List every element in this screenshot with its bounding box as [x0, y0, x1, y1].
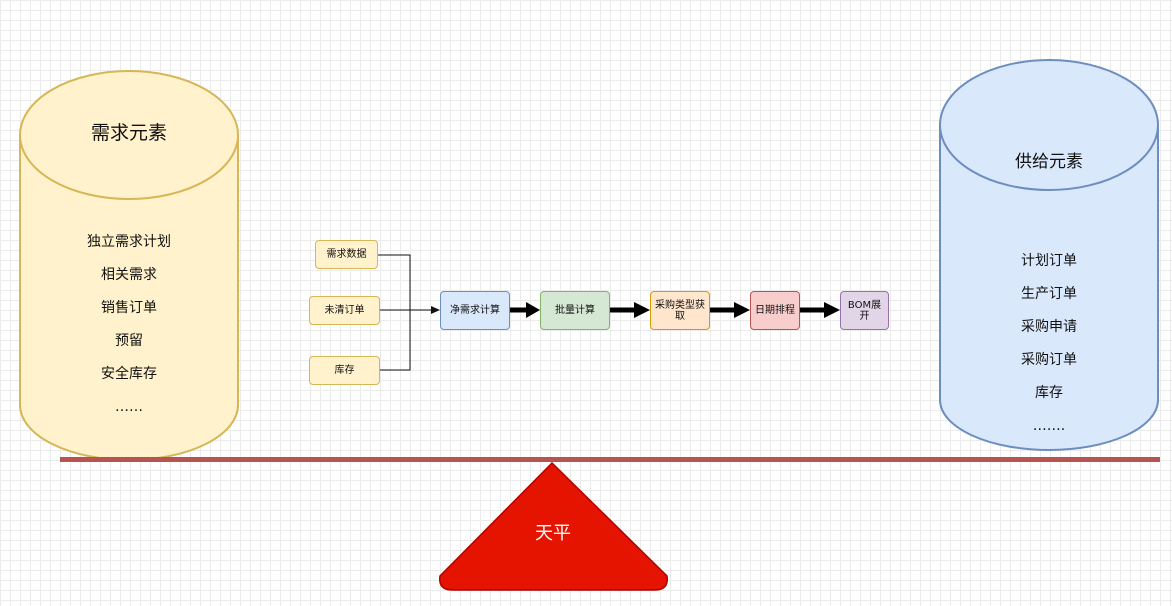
step-box-scheduling: 日期排程 — [750, 291, 800, 330]
input-connectors — [378, 254, 432, 371]
supply-item: 库存 — [1035, 385, 1063, 401]
supply-item: 计划订单 — [1021, 253, 1077, 269]
input-box-demand-data: 需求数据 — [315, 240, 378, 269]
balance-beam — [60, 457, 1160, 462]
process-arrows — [510, 302, 840, 318]
demand-item: …… — [115, 399, 143, 415]
balance-fulcrum — [439, 461, 668, 591]
supply-item: ……. — [1032, 418, 1066, 434]
demand-item: 相关需求 — [101, 267, 157, 283]
demand-item: 预留 — [115, 333, 143, 349]
demand-items: 独立需求计划 相关需求 销售订单 预留 安全库存 …… — [20, 226, 238, 424]
step-box-bom-explosion: BOM展开 — [840, 291, 889, 330]
step-box-lot-sizing: 批量计算 — [540, 291, 610, 330]
demand-item: 安全库存 — [101, 366, 157, 382]
step-box-net-requirements: 净需求计算 — [440, 291, 510, 330]
supply-title: 供给元素 — [1015, 152, 1083, 172]
balance-label: 天平 — [535, 523, 571, 544]
step-box-procurement-type: 采购类型获取 — [650, 291, 710, 330]
demand-item: 销售订单 — [101, 300, 157, 316]
input-arrowhead — [431, 306, 440, 314]
input-box-inventory: 库存 — [309, 356, 380, 385]
demand-item: 独立需求计划 — [87, 234, 171, 250]
supply-item: 采购申请 — [1021, 319, 1077, 335]
input-box-open-orders: 未清订单 — [309, 296, 380, 325]
demand-cylinder — [19, 70, 239, 461]
demand-title: 需求元素 — [90, 122, 167, 144]
supply-item: 采购订单 — [1021, 352, 1077, 368]
supply-item: 生产订单 — [1021, 286, 1077, 302]
supply-items: 计划订单 生产订单 采购申请 采购订单 库存 ……. — [940, 245, 1158, 443]
supply-cylinder — [939, 59, 1159, 451]
